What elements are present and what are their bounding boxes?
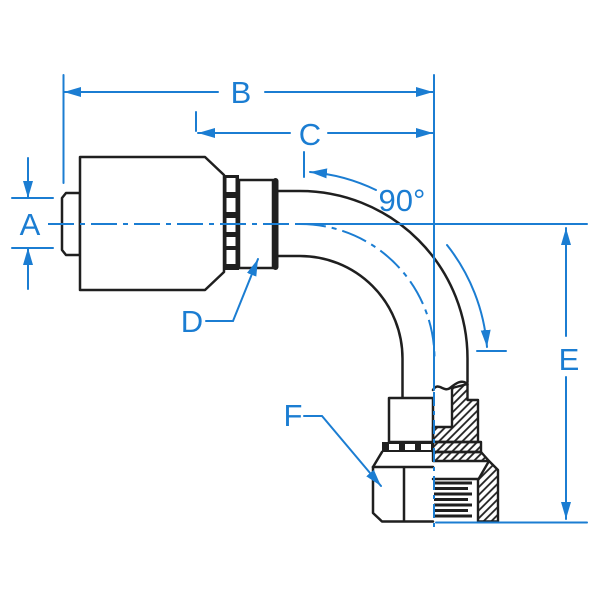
- centerline-bend-arc: [299, 223, 436, 359]
- f-leader-line: [303, 415, 382, 487]
- dimension-a: A: [11, 157, 54, 290]
- centerline: [48, 223, 436, 531]
- angle-dimension: 90°: [303, 151, 507, 352]
- nut-chamfer-section: [431, 450, 491, 463]
- dimension-e: E: [299, 223, 588, 524]
- dimension-c: C: [195, 111, 434, 152]
- angle-arc-lower: [446, 244, 491, 348]
- d-leader-line: [205, 258, 259, 322]
- nut-flare: [371, 450, 384, 469]
- dim-label-c: C: [299, 117, 321, 152]
- angle-arc-upper: [309, 168, 377, 191]
- dim-label-f: F: [284, 398, 303, 433]
- band-section: [431, 440, 483, 454]
- female-threads: [434, 481, 472, 518]
- tube-outer-edge: [275, 189, 469, 384]
- swivel-nut-assembly: [371, 396, 435, 523]
- dim-label-d: D: [181, 304, 203, 339]
- nut-cross-section-hatch: [431, 382, 500, 523]
- serration-windows: [226, 178, 236, 264]
- dimension-b: B: [62, 74, 435, 391]
- nut-collar: [387, 396, 435, 444]
- leader-f: F: [284, 398, 382, 487]
- tube-inner-edge: [275, 254, 404, 400]
- tube-wall-section: [431, 382, 480, 444]
- angle-label: 90°: [379, 183, 426, 218]
- dim-label-a: A: [20, 207, 41, 242]
- nut-wall-section: [476, 459, 500, 523]
- tube-break-line: [431, 380, 469, 392]
- dim-label-e: E: [559, 342, 580, 377]
- bent-tube-90: [275, 189, 469, 400]
- hex-outline: [371, 465, 435, 523]
- nut-serration-windows: [389, 444, 431, 450]
- dim-label-b: B: [231, 75, 252, 110]
- leader-d: D: [181, 258, 259, 339]
